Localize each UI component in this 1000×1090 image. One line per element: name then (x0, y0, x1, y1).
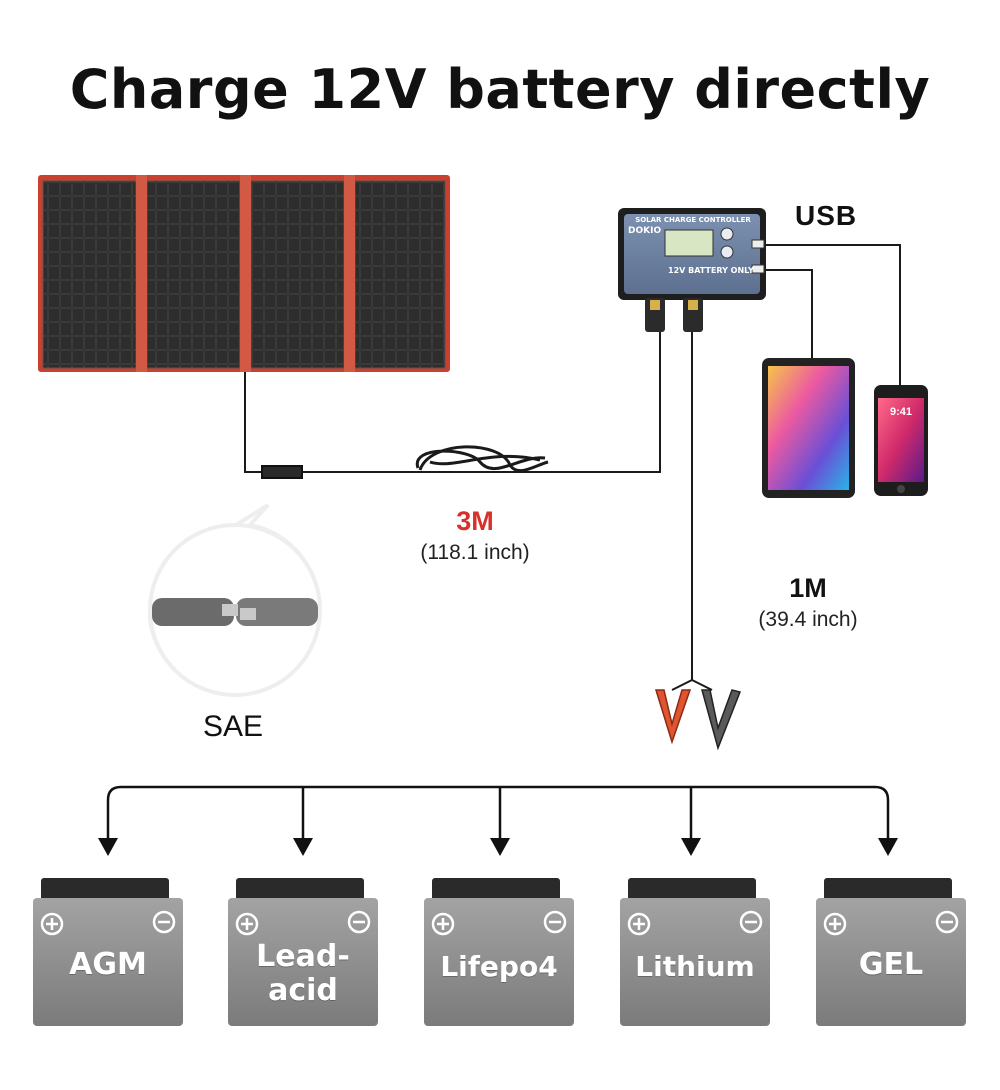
controller-heading: SOLAR CHARGE CONTROLLER (635, 216, 751, 224)
battery-shapes (33, 878, 966, 1026)
clamp-cable-length: 1M (789, 573, 827, 603)
clamp-cable-inches: (39.4 inch) (758, 608, 858, 631)
battery-lithium: Lithium (620, 950, 770, 1020)
battery-clamps (654, 689, 742, 751)
battery-label: Lithium (635, 950, 755, 983)
sae-label: SAE (203, 710, 264, 743)
usb-label: USB (795, 200, 858, 231)
usb-cables (762, 244, 901, 385)
controller-battery-note: 12V BATTERY ONLY (668, 266, 754, 275)
battery-gel: GEL (816, 948, 966, 1018)
solar-panel (38, 175, 450, 372)
controller-brand: DOKIO (628, 226, 662, 236)
phone-time: 9:41 (889, 406, 913, 418)
arrowheads (98, 838, 898, 856)
battery-label: AGM (69, 947, 147, 982)
battery-label-line1: Lead- (256, 939, 350, 974)
tablet (762, 358, 855, 498)
battery-label-line2: acid (268, 973, 338, 1008)
main-cable-inches: (118.1 inch) (420, 541, 530, 564)
clamp-cable (671, 330, 713, 691)
sae-connector (147, 503, 322, 697)
battery-label: GEL (858, 947, 924, 982)
battery-lifepo4: Lifepo4 (424, 950, 574, 1020)
battery-branch-arrows (106, 785, 890, 842)
battery-label: Lifepo4 (440, 950, 558, 983)
battery-lead-acid: Lead- acid (228, 940, 378, 1010)
main-cable-length: 3M (456, 506, 494, 536)
page-title: Charge 12V battery directly (69, 58, 931, 121)
phone (874, 385, 928, 496)
battery-agm: AGM (33, 948, 183, 1018)
charge-controller (618, 208, 766, 332)
main-cable (244, 330, 661, 479)
